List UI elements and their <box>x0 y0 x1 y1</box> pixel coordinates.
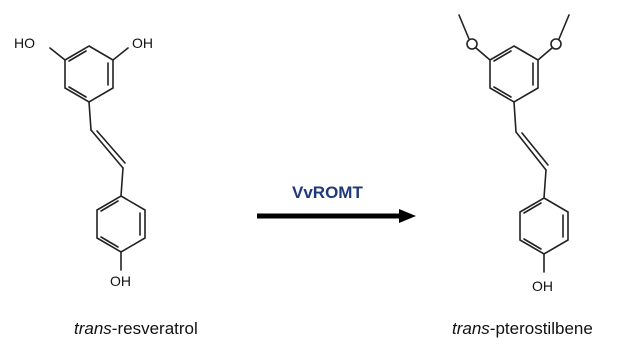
pterostilbene-caption: trans-pterostilbene <box>452 319 593 339</box>
pterostilbene-oh-bottom: OH <box>532 278 553 294</box>
resveratrol-caption-rest: -resveratrol <box>111 319 198 338</box>
pterostilbene-caption-italic: trans <box>452 319 490 338</box>
pterostilbene-bottom-ring <box>519 197 569 255</box>
reaction-arrow <box>257 209 416 223</box>
resveratrol-oh-bottom: OH <box>110 273 131 289</box>
methoxy-oxygen-right <box>550 38 562 50</box>
methoxy-oxygen-left <box>466 38 478 50</box>
resveratrol-caption: trans-resveratrol <box>74 319 198 339</box>
resveratrol-caption-italic: trans <box>74 319 112 338</box>
resveratrol-ho-left: HO <box>14 35 35 51</box>
pterostilbene-caption-rest: -pterostilbene <box>489 319 593 338</box>
methyl-right <box>558 14 570 40</box>
resveratrol-bottom-ring <box>96 195 146 253</box>
pterostilbene-top-ring <box>489 45 539 103</box>
resveratrol-structure: HO OH OH <box>14 35 153 289</box>
methyl-left <box>458 14 470 40</box>
resveratrol-top-ring <box>64 45 114 103</box>
resveratrol-oh-right: OH <box>132 35 153 51</box>
pterostilbene-structure: OH <box>458 14 570 294</box>
enzyme-label: VvROMT <box>292 183 363 202</box>
